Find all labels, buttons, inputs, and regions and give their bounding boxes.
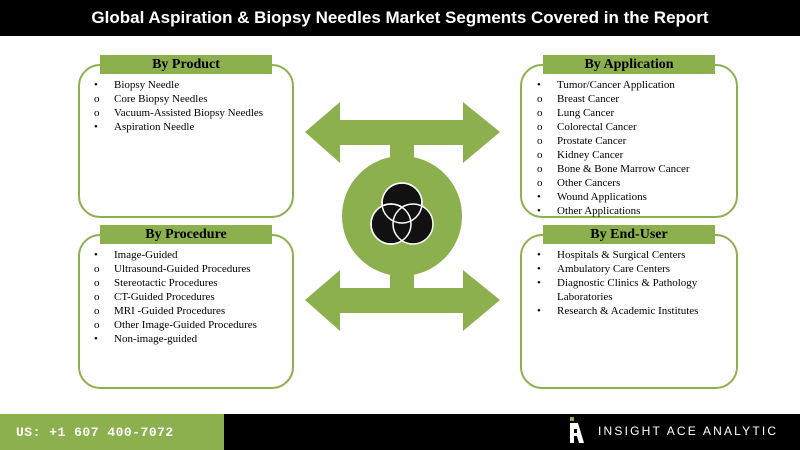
bullet-icon: •: [537, 79, 541, 91]
bullet-icon: •: [537, 277, 541, 289]
three-circles-venn-icon: [370, 182, 434, 245]
sub-bullet-icon: o: [94, 263, 100, 275]
list-item-text: Vacuum-Assisted Biopsy Needles: [114, 107, 264, 119]
list-item-text: Wound Applications: [557, 191, 647, 203]
sub-bullet-icon: o: [94, 291, 100, 303]
list-item-text: Research & Academic Institutes: [557, 305, 699, 317]
lower-double-arrow: [305, 270, 500, 331]
list-item-text: Kidney Cancer: [557, 149, 624, 161]
list-item: o Colorectal Cancer: [533, 120, 690, 134]
list-item-text: Colorectal Cancer: [557, 121, 637, 133]
list-item-text: Other Cancers: [557, 177, 621, 189]
list-item: • Diagnostic Clinics & Pathology Laborato…: [533, 276, 733, 304]
list-item-text: Ambulatory Care Centers: [557, 263, 671, 275]
list-item-text: Hospitals & Surgical Centers: [557, 249, 686, 261]
list-item-text: Core Biopsy Needles: [114, 93, 208, 105]
list-item: • Research & Academic Institutes: [533, 304, 733, 318]
sub-bullet-icon: o: [94, 277, 100, 289]
list-item: o Lung Cancer: [533, 106, 690, 120]
list-item-text: Lung Cancer: [557, 107, 615, 119]
bullet-icon: •: [537, 191, 541, 203]
list-item: • Tumor/Cancer Application: [533, 78, 690, 92]
list-item: o Other Image-Guided Procedures: [90, 318, 257, 332]
list-item-text: Stereotactic Procedures: [114, 277, 218, 289]
sub-bullet-icon: o: [537, 135, 543, 147]
sub-bullet-icon: o: [537, 177, 543, 189]
list-item-text: Biopsy Needle: [114, 79, 180, 91]
list-item-text: MRI -Guided Procedures: [114, 305, 226, 317]
bullet-icon: •: [94, 79, 98, 91]
list-item: • Non-image-guided: [90, 332, 257, 346]
list-item: o Vacuum-Assisted Biopsy Needles: [90, 106, 263, 120]
bullet-icon: •: [537, 205, 541, 217]
list-item: o Core Biopsy Needles: [90, 92, 263, 106]
list-item-text: Aspiration Needle: [114, 121, 195, 133]
list-item-text: Other Applications: [557, 205, 641, 217]
footer-bar: [224, 414, 800, 450]
end-user-list: • Hospitals & Surgical Centers • Ambulatory…: [533, 248, 733, 318]
list-item-text: CT-Guided Procedures: [114, 291, 215, 303]
list-item: o Bone & Bone Marrow Cancer: [533, 162, 690, 176]
list-item-text: Image-Guided: [114, 249, 178, 261]
application-label: By Application: [543, 55, 715, 74]
bullet-icon: •: [94, 249, 98, 261]
list-item-text: Ultrasound-Guided Procedures: [114, 263, 251, 275]
procedure-label: By Procedure: [100, 225, 272, 244]
sub-bullet-icon: o: [537, 121, 543, 133]
sub-bullet-icon: o: [537, 93, 543, 105]
list-item: • Image-Guided: [90, 248, 257, 262]
list-item: o Other Cancers: [533, 176, 690, 190]
list-item: o CT-Guided Procedures: [90, 290, 257, 304]
list-item: o Kidney Cancer: [533, 148, 690, 162]
list-item: o Stereotactic Procedures: [90, 276, 257, 290]
list-item: • Ambulatory Care Centers: [533, 262, 733, 276]
sub-bullet-icon: o: [537, 149, 543, 161]
list-item: • Other Applications: [533, 204, 690, 218]
sub-bullet-icon: o: [94, 93, 100, 105]
bullet-icon: •: [94, 333, 98, 345]
sub-bullet-icon: o: [94, 305, 100, 317]
end-user-label: By End-User: [543, 225, 715, 244]
sub-bullet-icon: o: [94, 319, 100, 331]
phone-number: US: +1 607 400-7072: [0, 414, 224, 450]
brand-name: INSIGHT ACE ANALYTIC: [598, 424, 779, 438]
bullet-icon: •: [537, 249, 541, 261]
list-item: • Wound Applications: [533, 190, 690, 204]
list-item: o Breast Cancer: [533, 92, 690, 106]
sub-bullet-icon: o: [537, 163, 543, 175]
list-item: • Aspiration Needle: [90, 120, 263, 134]
list-item-text: Tumor/Cancer Application: [557, 79, 675, 91]
list-item-text: Bone & Bone Marrow Cancer: [557, 163, 690, 175]
list-item: o Prostate Cancer: [533, 134, 690, 148]
list-item-text: Other Image-Guided Procedures: [114, 319, 257, 331]
bullet-icon: •: [94, 121, 98, 133]
bullet-icon: •: [537, 305, 541, 317]
list-item: • Hospitals & Surgical Centers: [533, 248, 733, 262]
list-item-text: Non-image-guided: [114, 333, 198, 345]
list-item: o MRI -Guided Procedures: [90, 304, 257, 318]
insight-ace-logo-icon: [570, 417, 584, 443]
list-item-text: Breast Cancer: [557, 93, 619, 105]
procedure-list: • Image-Guided o Ultrasound-Guided Procedur…: [90, 248, 257, 346]
list-item: o Ultrasound-Guided Procedures: [90, 262, 257, 276]
list-item-text: Prostate Cancer: [557, 135, 627, 147]
page-title: Global Aspiration & Biopsy Needles Marke…: [0, 0, 800, 36]
list-item-text: Diagnostic Clinics & Pathology Laborator…: [557, 277, 698, 303]
application-box: [520, 64, 738, 218]
bullet-icon: •: [537, 263, 541, 275]
product-label: By Product: [100, 55, 272, 74]
list-item: • Biopsy Needle: [90, 78, 263, 92]
sub-bullet-icon: o: [537, 107, 543, 119]
sub-bullet-icon: o: [94, 107, 100, 119]
